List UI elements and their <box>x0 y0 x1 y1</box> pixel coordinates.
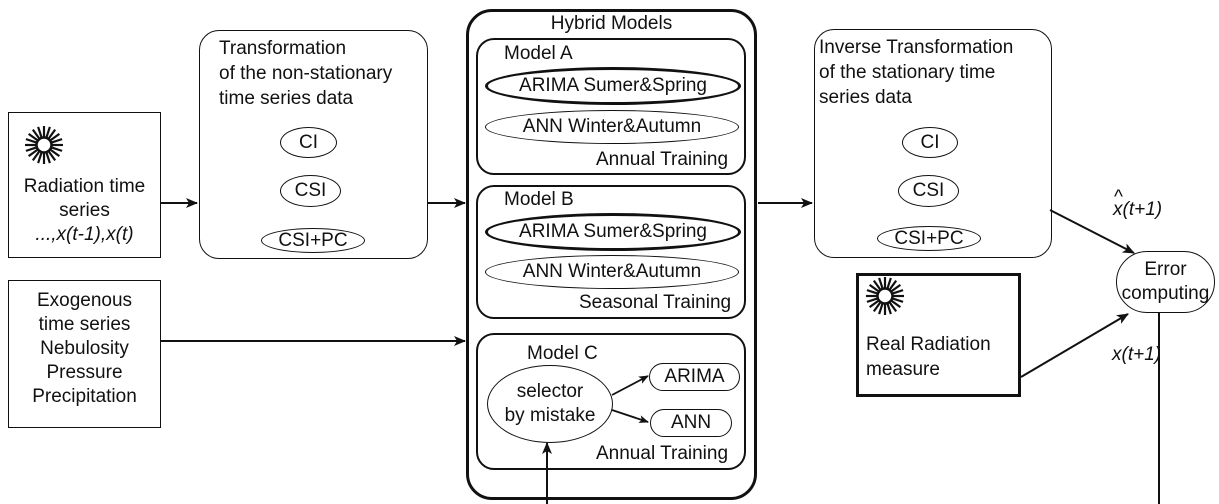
prediction-text: x(t+1) <box>1113 199 1163 220</box>
inverse-title: series data <box>819 87 912 108</box>
radiation-label: series <box>59 200 110 221</box>
selector-label: selector <box>516 381 584 402</box>
model-b-training: Seasonal Training <box>579 292 732 313</box>
model-b-title: Model B <box>504 189 574 210</box>
arrow-selector-to-ann <box>611 409 649 423</box>
transformation-box <box>199 30 428 259</box>
model-a-ann: ANN Winter&Autumn <box>485 110 739 144</box>
transformation-option-csi-pc: CSI+PC <box>261 228 365 253</box>
exogenous-input-box <box>8 280 161 428</box>
model-c-title: Model C <box>527 343 598 364</box>
prediction-hat-x: ^ x(t+1) <box>1113 187 1163 222</box>
radiation-input-box <box>8 112 161 258</box>
inverse-option-csi: CSI <box>898 175 959 207</box>
radiation-label: Radiation time <box>23 176 146 197</box>
model-c-arima: ARIMA <box>649 363 740 391</box>
exogenous-label: Exogenous <box>36 290 133 311</box>
real-radiation-label: measure <box>866 359 940 380</box>
transformation-option-ci: CI <box>280 127 337 158</box>
transformation-title: of the non-stationary <box>219 63 393 84</box>
sun-icon <box>25 126 63 164</box>
model-b-box <box>476 185 746 319</box>
model-a-training: Annual Training <box>596 149 729 170</box>
model-a-box <box>476 38 746 175</box>
inverse-option-ci: CI <box>902 127 958 158</box>
transformation-title: Transformation <box>219 38 347 59</box>
inverse-transformation-box <box>814 29 1052 258</box>
hybrid-models-title: Hybrid Models <box>550 13 673 34</box>
hybrid-models-box <box>466 9 757 500</box>
transformation-option-csi: CSI <box>280 175 341 207</box>
inverse-title: of the stationary time <box>819 62 996 83</box>
error-label: Error <box>1144 259 1187 280</box>
selector-label: by mistake <box>504 405 596 426</box>
model-a-title: Model A <box>504 43 573 64</box>
real-radiation-label: Real Radiation <box>866 334 991 355</box>
model-c-training: Annual Training <box>596 443 729 464</box>
inverse-title: Inverse Transformation <box>819 37 1014 58</box>
exogenous-label: Precipitation <box>32 386 137 407</box>
arrow-selector-to-arima <box>611 375 649 396</box>
exogenous-label: Nebulosity <box>40 338 129 359</box>
real-radiation-box <box>856 273 1021 397</box>
inverse-option-csi-pc: CSI+PC <box>877 226 981 251</box>
exogenous-label: time series <box>38 314 131 335</box>
transformation-title: time series data <box>219 88 354 109</box>
model-a-arima: ARIMA Sumer&Spring <box>485 67 741 105</box>
real-value-label: x(t+1) <box>1112 344 1162 365</box>
model-b-arima: ARIMA Sumer&Spring <box>485 213 741 251</box>
prediction-label: ^ x(t+1) <box>1113 187 1163 222</box>
error-computing-box <box>1116 251 1215 313</box>
model-c-box <box>476 333 746 470</box>
model-c-ann: ANN <box>650 409 732 437</box>
prediction-hat: ^ <box>1114 187 1123 208</box>
exogenous-label: Pressure <box>46 362 123 383</box>
model-c-selector: selector by mistake <box>487 365 613 443</box>
arrow-real-to-error <box>1020 313 1129 378</box>
sun-icon <box>864 275 906 317</box>
arrow-inverse-to-error <box>1049 209 1135 254</box>
model-b-ann: ANN Winter&Autumn <box>485 255 739 289</box>
radiation-series-label: ...,x(t-1),x(t) <box>35 224 134 245</box>
error-label: computing <box>1121 283 1210 304</box>
